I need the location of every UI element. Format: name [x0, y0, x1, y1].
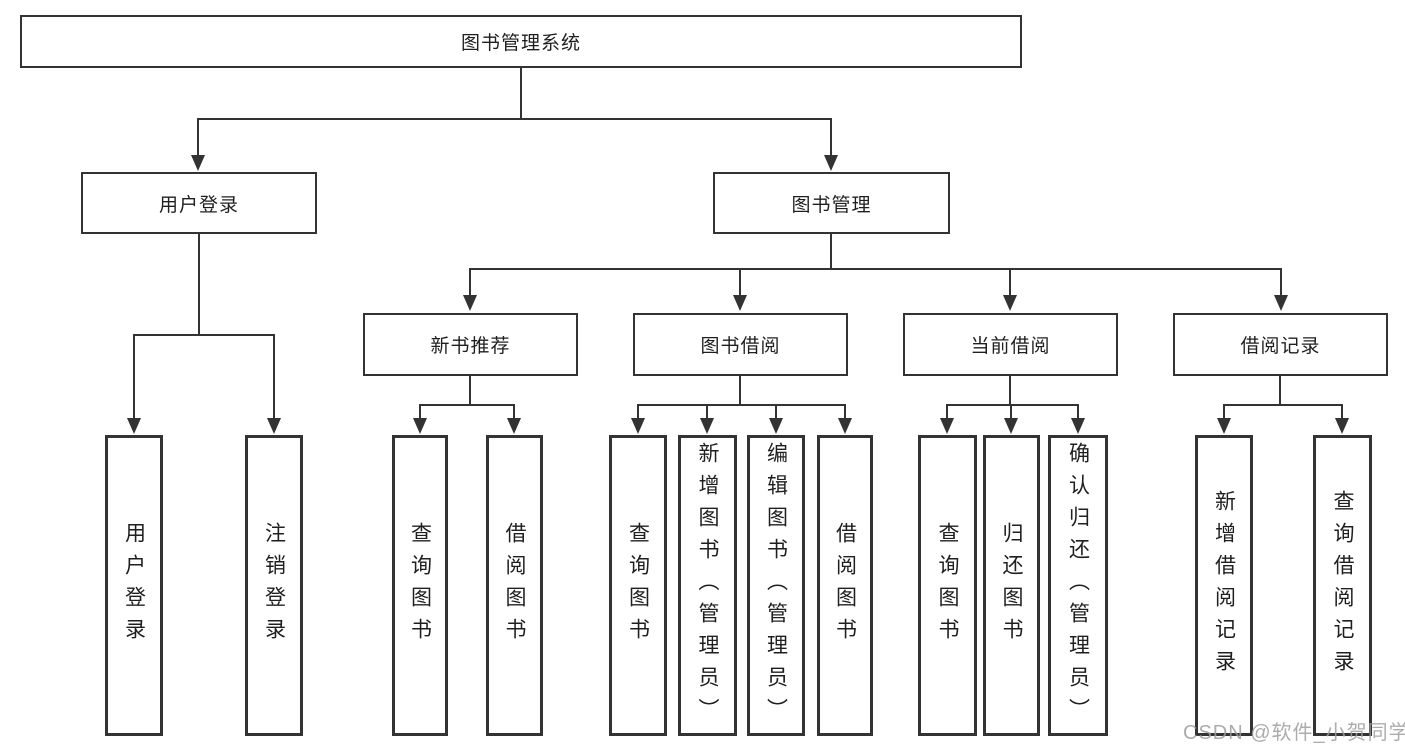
- leaf-user-login-label: 用户登录: [122, 521, 146, 650]
- csdn-watermark: CSDN @软件_小贺同学: [1183, 722, 1405, 744]
- leaf-query-books-recommend-label: 查询图书: [408, 521, 432, 650]
- leaf-borrow-books-recommend-label: 借阅图书: [503, 521, 526, 650]
- node-borrow-records-label: 借阅记录: [1240, 336, 1321, 357]
- leaf-return-book-label: 归还图书: [1000, 521, 1023, 650]
- leaf-user-login: 用户登录: [105, 435, 163, 736]
- node-book-borrow-label: 图书借阅: [700, 336, 781, 357]
- node-user-login-label: 用户登录: [158, 194, 239, 216]
- node-root-label: 图书管理系统: [460, 33, 581, 54]
- node-borrow-records: 借阅记录: [1173, 313, 1388, 376]
- leaf-add-borrow-record: 新增借阅记录: [1195, 435, 1253, 736]
- leaf-query-books-recommend: 查询图书: [392, 435, 448, 736]
- node-current-borrow: 当前借阅: [903, 313, 1118, 376]
- connector-strokes: [133, 68, 1343, 420]
- leaf-borrow-books-2-label: 借阅图书: [833, 521, 857, 650]
- node-book-borrow: 图书借阅: [633, 313, 848, 376]
- node-book-management: 图书管理: [713, 172, 950, 234]
- leaf-confirm-return-admin-label: 确认归还（管理员）: [1066, 441, 1090, 730]
- leaf-add-book-admin: 新增图书（管理员）: [678, 435, 737, 736]
- leaf-confirm-return-admin: 确认归还（管理员）: [1048, 435, 1108, 736]
- leaf-edit-book-admin: 编辑图书（管理员）: [747, 435, 805, 736]
- leaf-query-borrow-record-label: 查询借阅记录: [1331, 489, 1354, 682]
- leaf-logout-label: 注销登录: [262, 521, 286, 650]
- leaf-logout: 注销登录: [245, 435, 303, 736]
- leaf-return-book: 归还图书: [983, 435, 1040, 736]
- leaf-query-books-current-label: 查询图书: [936, 521, 959, 650]
- leaf-borrow-books-recommend: 借阅图书: [486, 435, 543, 736]
- leaf-borrow-books-2: 借阅图书: [817, 435, 873, 736]
- node-current-borrow-label: 当前借阅: [970, 336, 1051, 357]
- leaf-query-books-borrow: 查询图书: [609, 435, 667, 736]
- leaf-edit-book-admin-label: 编辑图书（管理员）: [764, 441, 788, 730]
- node-new-book-recommend-label: 新书推荐: [430, 336, 511, 357]
- node-book-management-label: 图书管理: [791, 194, 872, 216]
- node-new-book-recommend: 新书推荐: [363, 313, 578, 376]
- node-user-login: 用户登录: [81, 172, 317, 234]
- leaf-query-books-borrow-label: 查询图书: [626, 521, 650, 650]
- node-root: 图书管理系统: [20, 15, 1022, 68]
- leaf-query-borrow-record: 查询借阅记录: [1313, 435, 1372, 736]
- leaf-add-book-admin-label: 新增图书（管理员）: [696, 441, 719, 730]
- leaf-add-borrow-record-label: 新增借阅记录: [1212, 489, 1236, 682]
- arrowheads: [127, 155, 1349, 434]
- leaf-query-books-current: 查询图书: [918, 435, 977, 736]
